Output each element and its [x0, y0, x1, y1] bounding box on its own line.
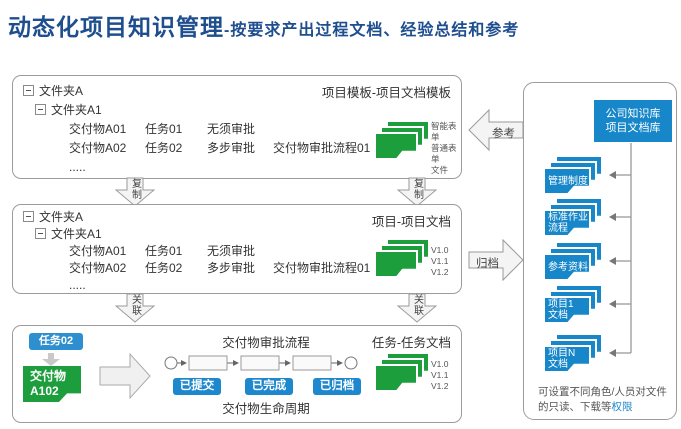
- page-title: 动态化项目知识管理-按要求产出过程文档、经验总结和参考: [8, 8, 519, 42]
- tree-ellipsis: .....: [69, 278, 86, 292]
- relate-arrow-label: 关联: [129, 294, 141, 316]
- blue-document-stack-icon: 项目1 文档: [543, 284, 603, 324]
- status-submitted: 已提交: [173, 378, 221, 395]
- deliverable-name: 交付物A02: [69, 261, 127, 275]
- collapse-icon[interactable]: [35, 104, 46, 115]
- archive-arrow-label: 归档: [476, 257, 499, 270]
- folder-a1-label: 文件夹A1: [51, 227, 102, 241]
- approval-type: 无须审批: [207, 122, 256, 136]
- version-labels: V1.0 V1.1 V1.2: [431, 245, 449, 278]
- version-label: V1.1: [431, 370, 449, 380]
- copy-arrow-label: 复制: [411, 178, 423, 200]
- archive-arrow: 归档: [468, 237, 524, 288]
- blue-document-stack-icon: 项目N 文档: [543, 333, 603, 373]
- copy-arrow: 复制: [396, 177, 438, 212]
- project-box: 项目-项目文档 文件夹A 文件夹A1 交付物A01 任务01 无须审批 交付物A02…: [12, 204, 462, 294]
- stack-label: 项目1 文档: [548, 299, 574, 321]
- status-archived: 已归档: [313, 378, 361, 395]
- doc-type-labels: 智能表单 普通表单 文件: [431, 121, 461, 176]
- template-box: 项目模板-项目文档模板 文件夹A 文件夹A1 交付物A01 任务01 无须审批 交付…: [12, 75, 462, 179]
- connector-lines: [609, 143, 632, 357]
- page-title-main: 动态化项目知识管理: [8, 14, 224, 40]
- project-box-title: 项目-项目文档: [371, 215, 451, 229]
- stack-label: 项目N 文档: [548, 348, 576, 370]
- version-labels: V1.0 V1.1 V1.2: [431, 359, 449, 392]
- doc-type: 智能表单: [431, 121, 457, 142]
- template-folder-tree: 文件夹A 文件夹A1 交付物A01 任务01 无须审批 交付物A02 任务02 多步审批…: [23, 82, 370, 177]
- task-name: 任务01: [145, 244, 183, 258]
- doc-type: 文件: [431, 165, 449, 175]
- task-badge: 任务02: [29, 333, 83, 350]
- approval-flow: 交付物审批流程01: [273, 141, 371, 155]
- collapse-icon[interactable]: [23, 85, 34, 96]
- version-label: V1.0: [431, 359, 449, 369]
- workflow-diagram: [164, 355, 358, 371]
- deliverable-name: 交付物A02: [69, 141, 127, 155]
- stack-label: 参考资料: [548, 261, 588, 273]
- deliverable-row: 交付物A01 任务01 无须审批: [69, 243, 370, 260]
- stack-label: 管理制度: [548, 175, 588, 187]
- approval-type: 无须审批: [207, 244, 256, 258]
- folder-a-label: 文件夹A: [39, 84, 84, 98]
- green-document-stack-icon: [374, 120, 430, 160]
- deliverable-row: 交付物A02 任务02 多步审批 交付物审批流程01: [69, 260, 370, 277]
- deliverable-row: 交付物A01 任务01 无须审批: [69, 120, 370, 139]
- knowledge-base-header: 公司知识库 项目文档库: [594, 100, 672, 142]
- tree-node-folder-a1: 文件夹A1: [35, 101, 370, 120]
- relate-arrow: 关联: [396, 293, 438, 328]
- version-label: V1.2: [431, 267, 449, 277]
- tree-node-folder-a1: 文件夹A1: [35, 226, 370, 243]
- approval-type: 多步审批: [207, 141, 256, 155]
- approval-flow-title: 交付物审批流程: [222, 336, 310, 350]
- blue-document-stack-icon: 参考资料: [543, 241, 603, 281]
- status-completed: 已完成: [245, 378, 293, 395]
- deliverable-name: 交付物A01: [69, 122, 127, 136]
- task-box-title: 任务-任务文档: [371, 336, 451, 350]
- reference-arrow: 参考: [468, 107, 524, 158]
- big-right-arrow-icon: [99, 352, 151, 400]
- deliverable-badge: 交付物 A102: [23, 366, 81, 402]
- version-label: V1.0: [431, 245, 449, 255]
- approval-flow: 交付物审批流程01: [273, 261, 371, 275]
- version-label: V1.1: [431, 256, 449, 266]
- task-box: 任务-任务文档 任务02 交付物 A102 交付物审批流程 已提交 已完成 已归…: [12, 325, 462, 423]
- collapse-icon[interactable]: [23, 211, 34, 222]
- permissions-note-text: 可设置不同角色/人员对文件的只读、下载等: [538, 386, 667, 413]
- project-folder-tree: 文件夹A 文件夹A1 交付物A01 任务01 无须审批 交付物A02 任务02 多步审批…: [23, 209, 370, 294]
- template-box-title: 项目模板-项目文档模板: [321, 86, 451, 100]
- lifecycle-title: 交付物生命周期: [222, 402, 310, 416]
- page-title-sub: -按要求产出过程文档、经验总结和参考: [224, 22, 520, 39]
- stack-label: 标准作业 流程: [548, 212, 588, 234]
- task-name: 任务02: [145, 141, 183, 155]
- reference-arrow-label: 参考: [492, 127, 515, 140]
- tree-node-folder-a: 文件夹A: [23, 82, 370, 101]
- permissions-note: 可设置不同角色/人员对文件的只读、下载等权限: [538, 385, 670, 415]
- relate-arrow: 关联: [114, 293, 156, 328]
- permissions-link[interactable]: 权限: [611, 401, 633, 413]
- green-document-stack-icon: [374, 238, 430, 278]
- small-down-arrow-icon: [42, 353, 60, 366]
- blue-document-stack-icon: 管理制度: [543, 155, 603, 195]
- task-name: 任务02: [145, 261, 183, 275]
- tree-ellipsis: .....: [69, 160, 86, 174]
- knowledge-panel: 公司知识库 项目文档库 管理制度 标准作业 流程 参考资料 项目1 文档 项目N…: [523, 82, 677, 420]
- approval-type: 多步审批: [207, 261, 256, 275]
- folder-a1-label: 文件夹A1: [51, 103, 102, 117]
- task-name: 任务01: [145, 122, 183, 136]
- doc-type: 普通表单: [431, 143, 457, 164]
- collapse-icon[interactable]: [35, 228, 46, 239]
- version-label: V1.2: [431, 381, 449, 391]
- tree-node-folder-a: 文件夹A: [23, 209, 370, 226]
- blue-document-stack-icon: 标准作业 流程: [543, 197, 603, 237]
- deliverable-row: 交付物A02 任务02 多步审批 交付物审批流程01: [69, 139, 370, 158]
- copy-arrow: 复制: [114, 177, 156, 212]
- deliverable-name: 交付物A01: [69, 244, 127, 258]
- relate-arrow-label: 关联: [411, 294, 423, 316]
- copy-arrow-label: 复制: [129, 178, 141, 200]
- folder-a-label: 文件夹A: [39, 210, 84, 224]
- green-document-stack-icon: [374, 352, 430, 392]
